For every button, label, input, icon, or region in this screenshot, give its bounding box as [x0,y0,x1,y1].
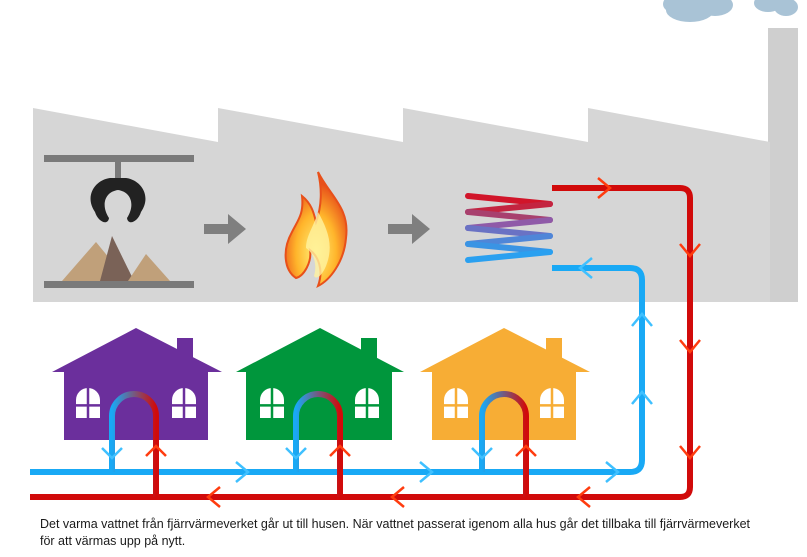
window [444,388,468,418]
process-arrow-1 [204,214,246,244]
process-arrow-2 [388,214,430,244]
hot-arrow-top [597,177,612,199]
house-orange [420,328,590,440]
window [355,388,379,418]
smoke-cloud-icon [663,0,798,22]
factory-building [33,108,770,302]
cold-arrow-left-2 [631,390,653,405]
chimney [768,28,798,302]
fuel-pile-icon [44,236,194,288]
hot-supply-pipe [30,185,693,500]
cold-flow-arrows [101,257,653,483]
house-green [236,328,404,440]
hot-arrow-bottom-1 [576,486,591,508]
hot-arrow-bottom-2 [390,486,405,508]
house-loop-orange [479,391,529,497]
hot-arrow-right-1 [679,243,701,258]
hot-arrow-house-2 [329,444,351,457]
crane-grabber-icon [44,155,194,223]
cold-return-pipe [30,265,645,475]
house-loop-purple [109,391,159,497]
hot-arrow-house-3 [515,444,537,457]
house-loop-green [293,391,343,497]
hot-arrow-house-1 [145,444,167,457]
house-purple [52,328,222,440]
cold-arrow-bottom-1 [235,461,250,483]
hot-arrow-right-3 [679,445,701,460]
window-left [76,388,100,418]
hot-arrow-bottom-3 [206,486,221,508]
cold-arrow-house-2 [285,447,307,460]
cold-arrow-left-1 [631,312,653,327]
cold-arrow-bottom-2 [419,461,434,483]
hot-arrow-right-2 [679,339,701,354]
window [260,388,284,418]
cold-arrow-house-1 [101,447,123,460]
caption: Det varma vattnet från fjärrvärmeverket … [40,517,751,548]
window [540,388,564,418]
heat-exchanger-coil-icon [465,193,553,263]
cold-arrow-top [578,257,593,279]
flame-icon [284,171,348,289]
window-right [172,388,196,418]
hot-flow-arrows [145,177,701,508]
cold-arrow-house-3 [471,447,493,460]
cold-arrow-bottom-3 [605,461,620,483]
heating-plant [33,28,798,302]
